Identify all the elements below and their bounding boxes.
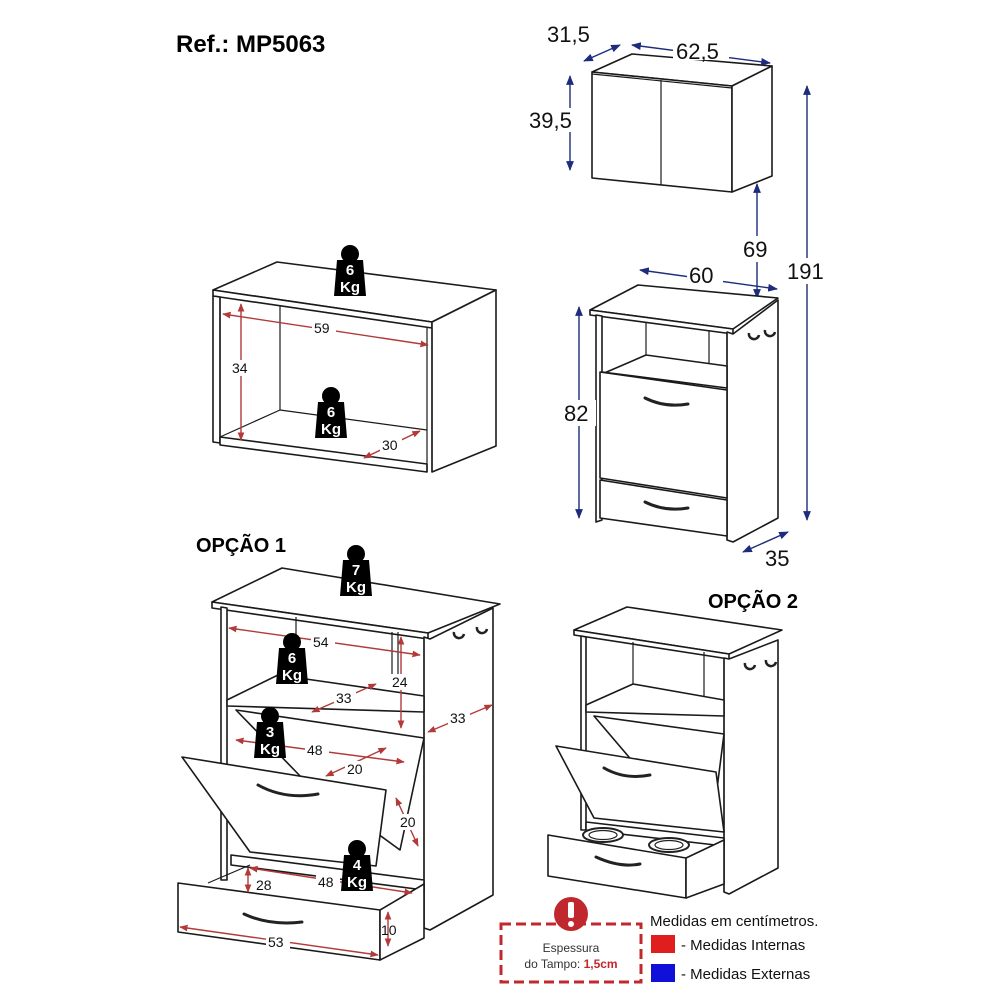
opt1-niche-height-label: 24: [392, 674, 408, 690]
shelf-bottom-load-value: 6: [327, 404, 335, 421]
base-height-label: 82: [564, 401, 588, 426]
svg-text:do Tampo: 1,5cm: do Tampo: 1,5cm: [524, 957, 617, 971]
opt1-shelf-load-value: 6: [288, 650, 296, 667]
total-height-label: 191: [787, 259, 824, 284]
opt1-tilt-depth-label: 20: [347, 761, 363, 777]
base-cabinet-drawing: [589, 284, 779, 543]
gap-height-label: 69: [743, 237, 767, 262]
legend: Medidas em centímetros. - Medidas Intern…: [650, 913, 818, 983]
opt1-drawer-height-label: 10: [381, 922, 397, 938]
wall-depth-arrow: [583, 44, 621, 62]
opt1-top-load-value: 7: [352, 562, 360, 579]
option1-cabinet-drawing: [177, 567, 501, 961]
legend-heading: Medidas em centímetros.: [650, 913, 818, 930]
shelf-depth-label: 30: [382, 437, 398, 453]
opt1-tilt-load-value: 3: [266, 724, 274, 741]
base-depth-arrow: [742, 531, 789, 553]
option1-title: OPÇÃO 1: [196, 534, 286, 557]
reference-title: Ref.: MP5063: [176, 31, 325, 58]
opt1-drawer-front-label: 53: [268, 934, 284, 950]
option2-title: OPÇÃO 2: [708, 590, 798, 613]
opt1-drawer-depth-label: 28: [256, 877, 272, 893]
opt1-tilt-load-unit: Kg: [260, 741, 280, 758]
opt1-drawer-load-value: 4: [353, 857, 362, 874]
base-depth-label: 35: [765, 546, 789, 571]
opt1-side-depth-label: 33: [450, 710, 466, 726]
shelf-bottom-load-unit: Kg: [321, 421, 341, 438]
opt1-shelf-load-unit: Kg: [282, 667, 302, 684]
shelf-width-label: 59: [314, 320, 330, 336]
wall-height-label: 39,5: [529, 108, 572, 133]
base-width-label: 60: [689, 263, 713, 288]
shelf-height-label: 34: [232, 360, 248, 376]
notice-line2: do Tampo:: [524, 957, 580, 971]
shelf-top-load-unit: Kg: [340, 279, 360, 296]
opt1-tilt-height-label: 20: [400, 814, 416, 830]
notice-value: 1,5cm: [584, 957, 618, 971]
opt1-shelf-depth-label: 33: [336, 690, 352, 706]
shelf-top-load-value: 6: [346, 262, 354, 279]
wall-depth-label: 31,5: [547, 22, 590, 47]
option2-cabinet-drawing: [547, 606, 783, 899]
legend-label-internal: - Medidas Internas: [681, 937, 805, 954]
legend-swatch-internal: [651, 935, 675, 953]
legend-label-external: - Medidas Externas: [681, 966, 810, 983]
wall-cabinet-drawing: [591, 53, 773, 193]
notice-line1: Espessura: [543, 941, 600, 955]
opt1-niche-width-label: 54: [313, 634, 329, 650]
tabletop-thickness-notice: Espessura do Tampo: 1,5cm: [499, 897, 643, 984]
opt1-drawer-width-label: 48: [318, 874, 334, 890]
wall-width-label: 62,5: [676, 39, 719, 64]
opt1-top-load-unit: Kg: [346, 579, 366, 596]
legend-swatch-external: [651, 964, 675, 982]
opt1-drawer-load-unit: Kg: [347, 874, 367, 891]
opt1-tilt-width-label: 48: [307, 742, 323, 758]
